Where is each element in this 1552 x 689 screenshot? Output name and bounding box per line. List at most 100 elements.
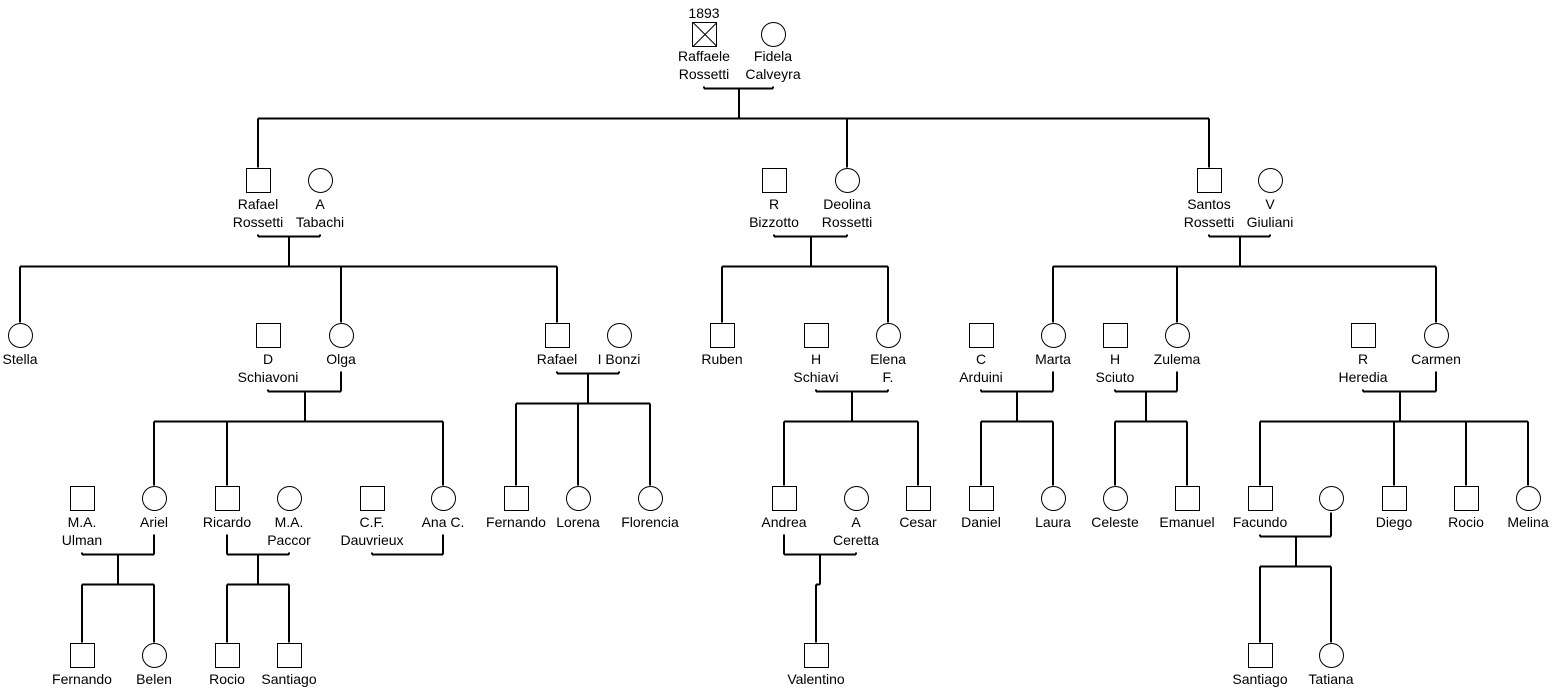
- person-name-line: Bizzotto: [749, 213, 799, 230]
- person-name-line: Rossetti: [232, 213, 284, 230]
- male-square-icon: [691, 21, 717, 47]
- person-name-line: M.A.: [67, 513, 97, 530]
- person-name-label: Rafael: [497, 350, 617, 368]
- person-name-label: M.A.Ulman: [22, 513, 142, 549]
- person-name-line: R: [1357, 350, 1369, 367]
- male-square-icon: [1381, 485, 1407, 511]
- female-circle-icon: [328, 322, 354, 348]
- person-name-line: Tatiana: [1308, 670, 1354, 687]
- person-name-line: H: [810, 350, 822, 367]
- person-name-line: Daniel: [961, 513, 1001, 530]
- person-name-line: Laura: [1035, 513, 1071, 530]
- person-name-line: I Bonzi: [597, 350, 641, 367]
- female-circle-icon: [606, 322, 632, 348]
- person-name-label: Rocio: [167, 670, 287, 688]
- person-name-line: Ariel: [139, 513, 168, 530]
- person-name-line: Santiago: [1232, 670, 1288, 687]
- male-square-icon: [1350, 322, 1376, 348]
- female-circle-icon: [1040, 322, 1066, 348]
- person-name-line: Deolina: [823, 195, 871, 212]
- female-circle-icon: [1164, 322, 1190, 348]
- male-square-icon: [544, 322, 570, 348]
- person-name-label: Stella: [0, 350, 80, 368]
- person-name-line: Calveyra: [745, 65, 801, 82]
- person-name-line: M.A.: [274, 513, 304, 530]
- female-circle-icon: [1102, 485, 1128, 511]
- female-circle-icon: [834, 167, 860, 193]
- male-square-icon: [1102, 322, 1128, 348]
- male-square-icon: [255, 322, 281, 348]
- male-square-icon: [968, 322, 994, 348]
- person-name-label: Ariel: [94, 513, 214, 531]
- person-name-label: Andrea: [724, 513, 844, 531]
- person-name-label: Santiago: [229, 670, 349, 688]
- person-name-label: C.F.Dauvrieux: [312, 513, 432, 549]
- person-name-label: Ruben: [662, 350, 782, 368]
- person-name-line: Ana C.: [421, 513, 465, 530]
- female-circle-icon: [276, 485, 302, 511]
- person-name-label: Ana C.: [383, 513, 503, 531]
- person-name-line: Celeste: [1091, 513, 1139, 530]
- person-name-line: Rossetti: [821, 213, 873, 230]
- person-name-line: Belen: [136, 670, 172, 687]
- person-name-line: Paccor: [267, 531, 311, 548]
- male-square-icon: [968, 485, 994, 511]
- male-square-icon: [245, 167, 271, 193]
- person-name-line: Rocio: [1448, 513, 1484, 530]
- person-name-line: Facundo: [1232, 513, 1288, 530]
- person-name-line: Elena: [870, 350, 906, 367]
- person-name-line: Olga: [326, 350, 356, 367]
- female-circle-icon: [141, 642, 167, 668]
- male-square-icon: [276, 642, 302, 668]
- female-circle-icon: [7, 322, 33, 348]
- person-name-label: I Bonzi: [559, 350, 679, 368]
- person-name-line: Florencia: [621, 513, 679, 530]
- person-name-line: A: [315, 195, 325, 212]
- female-circle-icon: [1257, 167, 1283, 193]
- female-circle-icon: [1515, 485, 1541, 511]
- person-name-label: Facundo: [1200, 513, 1320, 531]
- person-name-label: Florencia: [590, 513, 710, 531]
- male-square-icon: [359, 485, 385, 511]
- person-name-line: Santos: [1187, 195, 1231, 212]
- male-square-icon: [1196, 167, 1222, 193]
- female-circle-icon: [1318, 485, 1344, 511]
- person-name-label: Zulema: [1117, 350, 1237, 368]
- person-name-label: Belen: [94, 670, 214, 688]
- person-name-label: Celeste: [1055, 513, 1175, 531]
- female-circle-icon: [1318, 642, 1344, 668]
- male-square-icon: [503, 485, 529, 511]
- birth-year-label: 1893: [688, 4, 720, 21]
- female-circle-icon: [307, 167, 333, 193]
- male-square-icon: [69, 642, 95, 668]
- person-name-line: Fernando: [52, 670, 112, 687]
- person-name-line: Santiago: [261, 670, 317, 687]
- person-name-line: Ulman: [61, 531, 103, 548]
- person-name-line: Fidela: [753, 47, 793, 64]
- person-name-line: Tabachi: [295, 213, 345, 230]
- person-name-label: Lorena: [518, 513, 638, 531]
- male-square-icon: [709, 322, 735, 348]
- female-circle-icon: [430, 485, 456, 511]
- person-name-line: Dauvrieux: [340, 531, 404, 548]
- person-name-line: Cesar: [899, 513, 937, 530]
- person-name-label: Tatiana: [1271, 670, 1391, 688]
- person-name-line: Stella: [2, 350, 38, 367]
- person-name-line: H: [1109, 350, 1121, 367]
- female-circle-icon: [1423, 322, 1449, 348]
- person-name-line: Schiavi: [793, 368, 839, 385]
- person-name-label: M.A.Paccor: [229, 513, 349, 549]
- male-square-icon: [803, 642, 829, 668]
- person-name-line: V: [1265, 195, 1275, 212]
